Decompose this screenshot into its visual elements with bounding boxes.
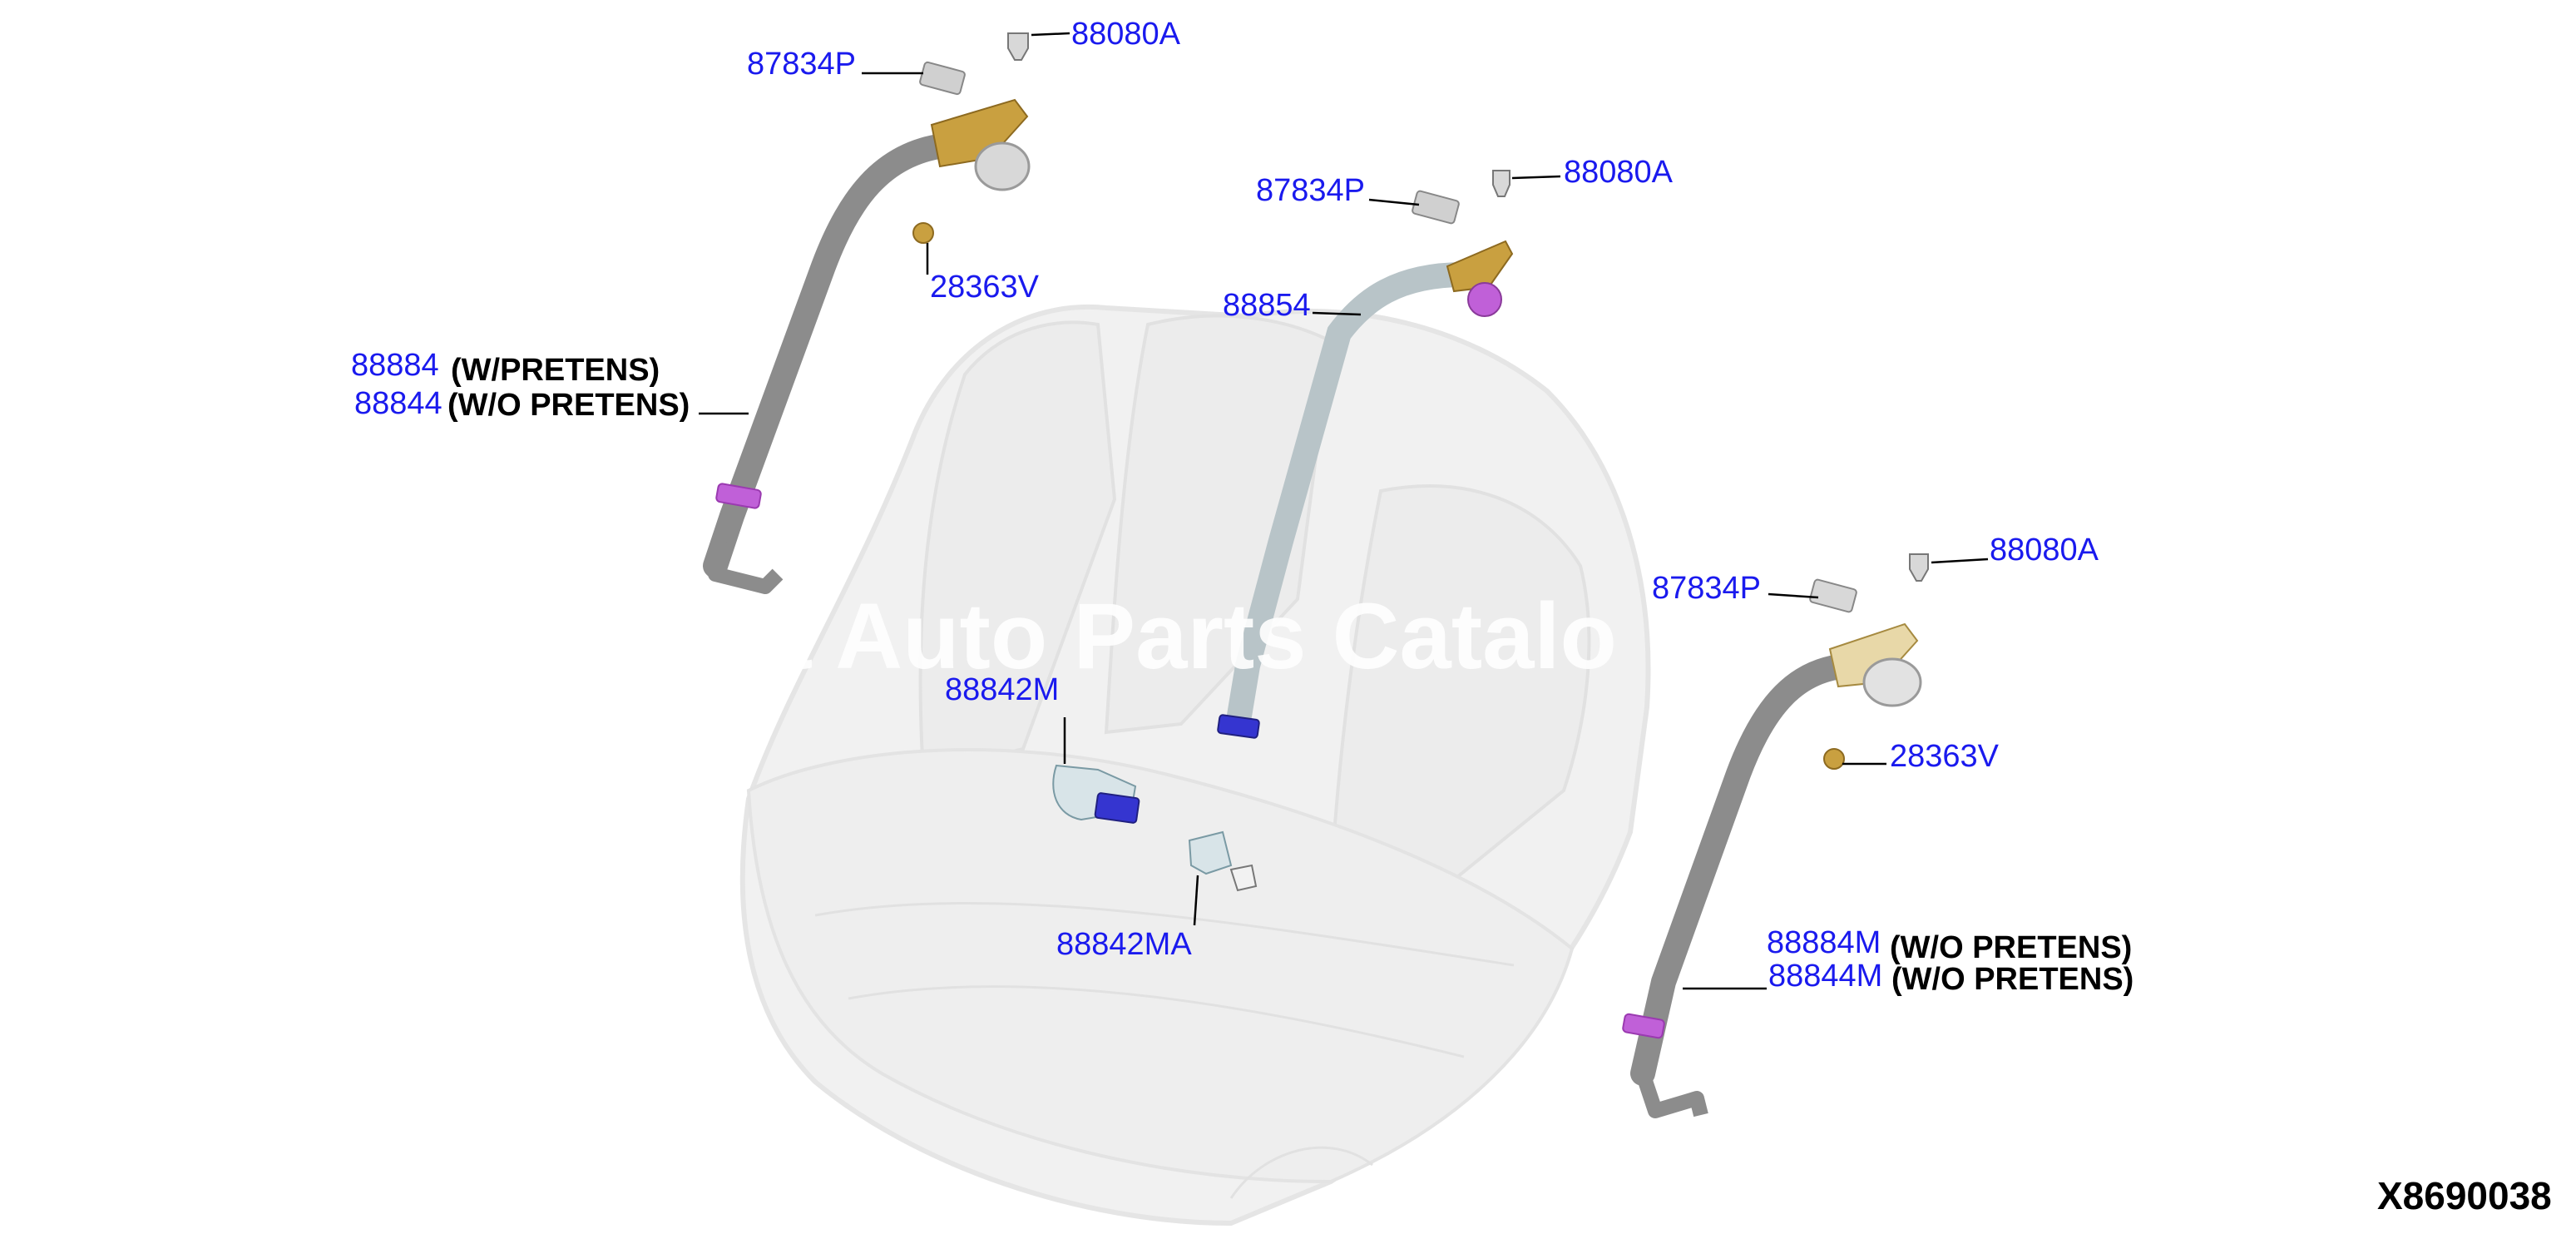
left-retractor — [974, 141, 1031, 191]
center-buckle-alt-part — [1188, 830, 1233, 875]
label-left-belt-num-2[interactable]: 88844 — [354, 386, 443, 421]
center-retractor-bracket — [1446, 240, 1514, 293]
center-buckle-alt-anchor — [1229, 864, 1258, 892]
label-left-belt-note-1: (W/PRETENS) — [451, 353, 660, 388]
left-pretensioner-clip — [715, 483, 762, 509]
figure-id: X8690038 — [2377, 1174, 2552, 1217]
label-center-belt[interactable]: 88854 — [1223, 288, 1311, 323]
center-seat-belt-assembly — [1052, 170, 1514, 892]
right-belt-end — [1635, 1071, 1708, 1118]
right-seat-belt-assembly — [1622, 553, 1929, 1118]
label-center-anchor-bolt[interactable]: 88080A — [1564, 155, 1674, 190]
label-left-belt-num-1[interactable]: 88884 — [351, 348, 439, 383]
label-left-retractor-bolt[interactable]: 28363V — [930, 270, 1040, 305]
center-guide-cover-part — [1412, 190, 1460, 225]
label-center-buckle-alt[interactable]: 88842MA — [1056, 927, 1192, 962]
left-retractor-bracket — [930, 98, 1029, 168]
label-right-belt-note-2: (W/O PRETENS) — [1891, 962, 2134, 997]
label-right-belt-num-1[interactable]: 88884M — [1767, 925, 1881, 960]
right-belt-webbing — [1630, 653, 1867, 1086]
label-left-guide-cover[interactable]: 87834P — [747, 47, 857, 82]
center-buckle-latch — [1094, 792, 1140, 824]
right-guide-cover-part — [1809, 578, 1857, 613]
watermark-text: t Auto Parts Catalo — [782, 584, 1617, 688]
leader-lines — [699, 32, 1989, 990]
right-retractor — [1862, 657, 1922, 707]
center-belt-webbing — [1227, 262, 1476, 728]
left-anchor-bolt-part — [1007, 32, 1029, 61]
left-belt-webbing — [703, 133, 957, 578]
center-anchor-bolt-part — [1492, 170, 1510, 197]
left-guide-cover-part — [919, 61, 966, 96]
center-belt-tongue — [1217, 714, 1260, 739]
label-right-belt-num-2[interactable]: 88844M — [1768, 959, 1883, 994]
label-right-guide-cover[interactable]: 87834P — [1652, 571, 1762, 606]
rear-seat-outline — [739, 304, 1651, 1227]
right-anchor-bolt-part — [1909, 553, 1929, 582]
right-retractor-bolt-part — [1823, 748, 1845, 770]
label-left-belt-note-2: (W/O PRETENS) — [447, 388, 690, 423]
center-retractor — [1467, 282, 1502, 317]
left-seat-belt-assembly — [703, 32, 1031, 594]
left-belt-end — [708, 539, 784, 594]
label-right-retractor-bolt[interactable]: 28363V — [1890, 739, 2000, 774]
left-retractor-bolt-part — [912, 222, 934, 244]
label-right-anchor-bolt[interactable]: 88080A — [1990, 533, 2099, 567]
label-left-anchor-bolt[interactable]: 88080A — [1071, 17, 1181, 52]
label-center-buckle[interactable]: 88842M — [945, 672, 1060, 707]
label-center-guide-cover[interactable]: 87834P — [1256, 173, 1366, 208]
label-right-belt-note-1: (W/O PRETENS) — [1890, 930, 2133, 965]
right-pretensioner-clip — [1622, 1013, 1665, 1039]
